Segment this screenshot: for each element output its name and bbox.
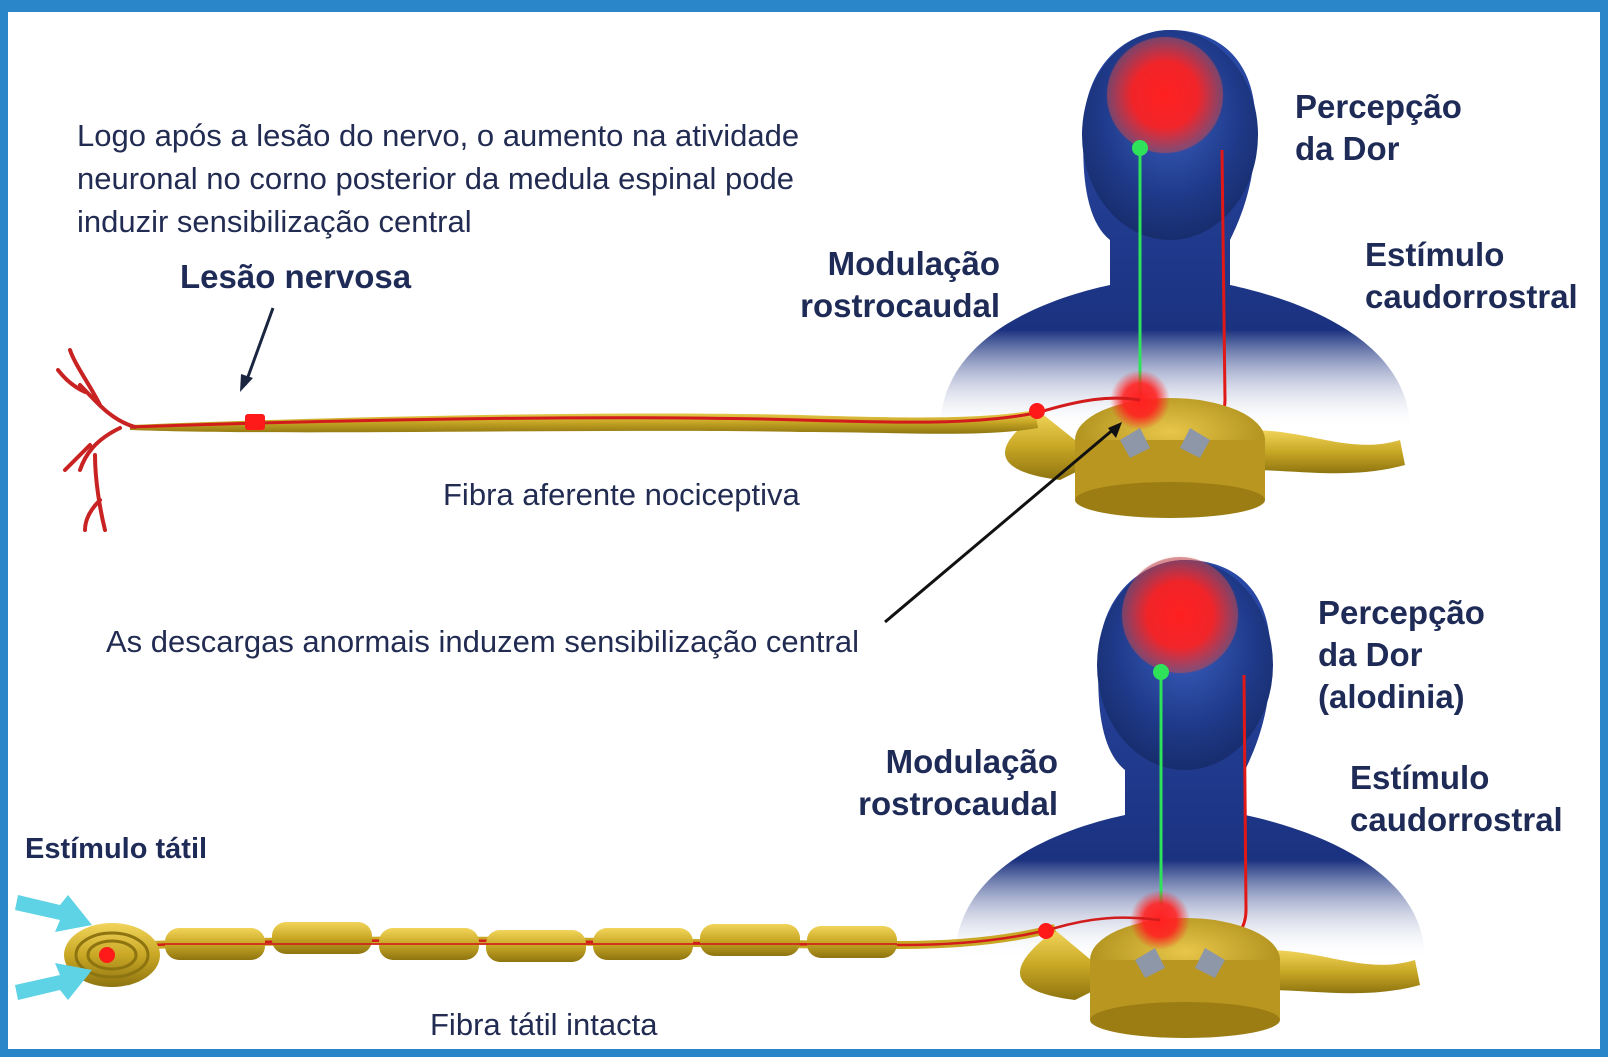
label-line: Estímulo (1365, 234, 1578, 276)
intro-text: Logo após a lesão do nervo, o aumento na… (77, 114, 937, 243)
label-line: da Dor (1318, 634, 1485, 676)
bottom-modulation-label: Modulação rostrocaudal (818, 741, 1058, 825)
label-line: Modulação (760, 243, 1000, 285)
intro-line: Logo após a lesão do nervo, o aumento na… (77, 114, 937, 157)
intro-line: induzir sensibilização central (77, 200, 937, 243)
intro-line: neuronal no corno posterior da medula es… (77, 157, 937, 200)
label-line: caudorrostral (1350, 799, 1563, 841)
label-line: rostrocaudal (760, 285, 1000, 327)
central-sensitization-note: As descargas anormais induzem sensibiliz… (106, 620, 859, 663)
label-line: rostrocaudal (818, 783, 1058, 825)
top-stimulus-label: Estímulo caudorrostral (1365, 234, 1578, 318)
label-line: Percepção (1295, 86, 1462, 128)
bottom-stimulus-label: Estímulo caudorrostral (1350, 757, 1563, 841)
tactile-stimulus-label: Estímulo tátil (25, 828, 207, 870)
central-sensitization-arrow (885, 428, 1115, 622)
label-line: Modulação (818, 741, 1058, 783)
nociceptive-fiber-label: Fibra aferente nociceptiva (443, 473, 800, 516)
lesion-arrow (245, 308, 273, 385)
label-line: Estímulo (1350, 757, 1563, 799)
label-line: caudorrostral (1365, 276, 1578, 318)
label-line: da Dor (1295, 128, 1462, 170)
tactile-fiber-label: Fibra tátil intacta (430, 1003, 657, 1046)
top-modulation-label: Modulação rostrocaudal (760, 243, 1000, 327)
label-line: Percepção (1318, 592, 1485, 634)
top-perception-label: Percepção da Dor (1295, 86, 1462, 170)
brain-pain-glow (1105, 35, 1225, 155)
bottom-perception-label: Percepção da Dor (alodinia) (1318, 592, 1485, 718)
label-line: (alodinia) (1318, 676, 1485, 718)
lesion-label: Lesão nervosa (180, 256, 411, 298)
